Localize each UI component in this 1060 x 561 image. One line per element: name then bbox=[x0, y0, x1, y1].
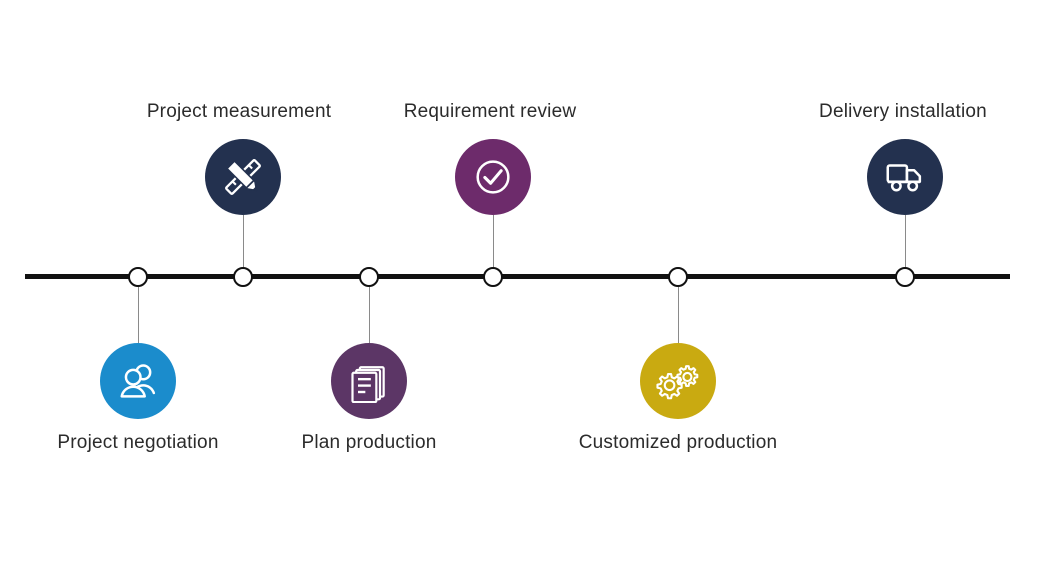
timeline-node-6[interactable] bbox=[895, 267, 915, 287]
connector-step-4 bbox=[492, 215, 494, 270]
step-label-requirement-review: Requirement review bbox=[403, 101, 577, 122]
step-label-project-measurement: Project measurement bbox=[146, 101, 332, 122]
step-icon-check-circle[interactable] bbox=[455, 139, 531, 215]
step-icon-delivery-truck[interactable] bbox=[867, 139, 943, 215]
documents-icon bbox=[351, 366, 385, 403]
step-label-delivery-installation: Delivery installation bbox=[819, 101, 987, 122]
check-circle-icon bbox=[476, 160, 510, 194]
step-icon-gears[interactable] bbox=[640, 343, 716, 419]
gears-icon bbox=[656, 365, 699, 400]
timeline-node-1[interactable] bbox=[128, 267, 148, 287]
step-label-plan-production: Plan production bbox=[301, 432, 437, 453]
connector-step-6 bbox=[904, 215, 906, 270]
connector-step-1 bbox=[137, 287, 139, 343]
pencil-ruler-icon bbox=[225, 159, 261, 195]
connector-step-2 bbox=[242, 215, 244, 270]
step-label-customized-production: Customized production bbox=[578, 432, 778, 453]
timeline-node-3[interactable] bbox=[359, 267, 379, 287]
connector-step-3 bbox=[368, 287, 370, 343]
timeline-node-5[interactable] bbox=[668, 267, 688, 287]
delivery-truck-icon bbox=[886, 164, 922, 192]
timeline-node-4[interactable] bbox=[483, 267, 503, 287]
step-label-project-negotiation: Project negotiation bbox=[57, 432, 219, 453]
step-icon-pencil-ruler[interactable] bbox=[205, 139, 281, 215]
connector-step-5 bbox=[677, 287, 679, 343]
step-icon-documents[interactable] bbox=[331, 343, 407, 419]
step-icon-people[interactable] bbox=[100, 343, 176, 419]
timeline-axis bbox=[25, 274, 1010, 279]
people-icon bbox=[120, 364, 156, 398]
timeline-node-2[interactable] bbox=[233, 267, 253, 287]
